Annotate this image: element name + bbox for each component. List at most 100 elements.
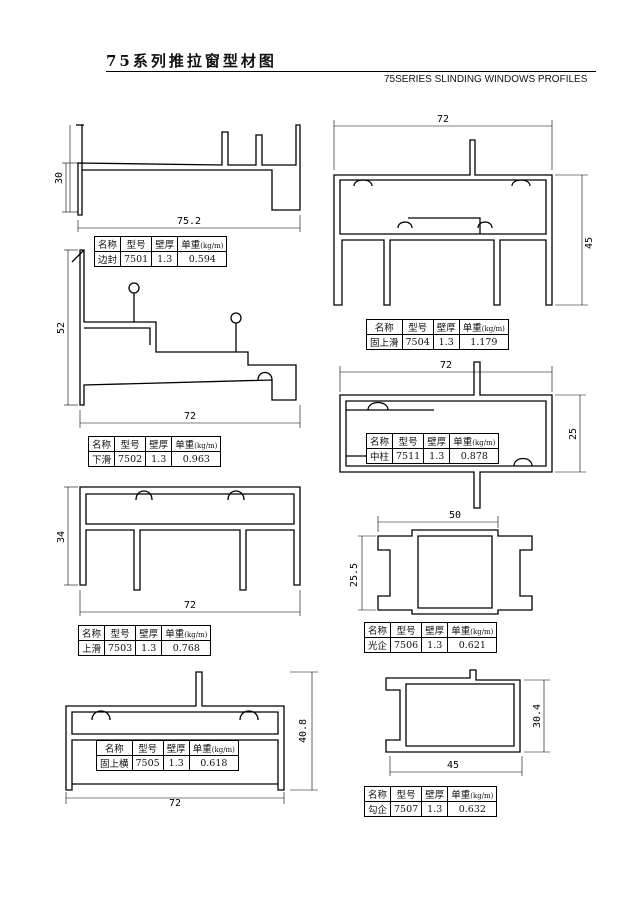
header-name: 名称	[77, 625, 106, 641]
header-wall: 壁厚	[432, 319, 460, 335]
dim-7503-height: 34	[56, 531, 67, 543]
dim-7501-width: 75.2	[177, 216, 201, 227]
cell-model: 7511	[392, 448, 425, 464]
profile-7501-drawing	[76, 124, 301, 216]
header-weight: 单重(kg/m)	[161, 625, 212, 641]
header-wall: 壁厚	[421, 622, 449, 638]
header-weight: 单重(kg/m)	[447, 622, 498, 638]
cell-name: 下滑	[87, 451, 116, 467]
cell-name: 上滑	[77, 640, 106, 656]
dim-7511-width: 72	[440, 360, 452, 371]
header-wall: 壁厚	[162, 740, 190, 756]
table-header-row: 名称 型号 壁厚 单重(kg/m)	[77, 625, 212, 641]
header-model: 型号	[390, 622, 423, 638]
table-row: 中柱 7511 1.3 0.878	[365, 448, 500, 464]
table-row: 光企 7506 1.3 0.621	[363, 637, 498, 653]
header-name: 名称	[366, 319, 403, 335]
dimension-7503: 34 72	[56, 486, 301, 616]
dim-7502-height: 52	[56, 322, 67, 334]
header-name: 名称	[96, 740, 133, 756]
header-model: 型号	[401, 319, 434, 335]
spec-table-7502: 名称 型号 壁厚 单重(kg/m) 下滑 7502 1.3 0.963	[87, 436, 222, 467]
dim-7503-width: 72	[184, 600, 196, 611]
cell-weight: 0.621	[447, 637, 498, 653]
table-row: 固上滑 7504 1.3 1.179	[366, 334, 509, 350]
header-weight: 单重(kg/m)	[171, 436, 222, 452]
header-model: 型号	[114, 436, 147, 452]
spec-table-7501: 名称 型号 壁厚 单重(kg/m) 边封 7501 1.3 0.594	[93, 236, 228, 267]
header-weight: 单重(kg/m)	[449, 433, 500, 449]
profile-7503-drawing	[79, 486, 301, 591]
header-name: 名称	[365, 433, 394, 449]
table-header-row: 名称 型号 壁厚 单重(kg/m)	[96, 740, 239, 756]
cell-name: 固上横	[96, 755, 133, 771]
table-header-row: 名称 型号 壁厚 单重(kg/m)	[93, 236, 228, 252]
header-name: 名称	[363, 786, 392, 802]
table-row: 下滑 7502 1.3 0.963	[87, 451, 222, 467]
dimension-7507: 45 30.4	[389, 679, 550, 776]
table-header-row: 名称 型号 壁厚 单重(kg/m)	[87, 436, 222, 452]
dim-7501-height: 30	[54, 172, 65, 184]
dim-7507-width: 45	[447, 760, 459, 771]
table-row: 上滑 7503 1.3 0.768	[77, 640, 212, 656]
header-wall: 壁厚	[421, 786, 449, 802]
header-name: 名称	[363, 622, 392, 638]
cell-name: 光企	[363, 637, 392, 653]
header-wall: 壁厚	[423, 433, 451, 449]
header-wall: 壁厚	[135, 625, 163, 641]
header-name: 名称	[93, 236, 122, 252]
cell-name: 中柱	[365, 448, 394, 464]
dim-7506-height: 25.5	[349, 563, 360, 587]
profile-7504-drawing	[333, 139, 553, 306]
cell-weight: 0.632	[447, 801, 498, 817]
table-row: 勾企 7507 1.3 0.632	[363, 801, 498, 817]
cell-model: 7502	[114, 451, 147, 467]
dimension-7505: 72 40.8	[65, 671, 318, 809]
dim-7505-width: 72	[169, 798, 181, 809]
cell-model: 7505	[131, 755, 164, 771]
cell-weight: 0.768	[161, 640, 212, 656]
cell-wall: 1.3	[135, 640, 163, 656]
header-model: 型号	[120, 236, 153, 252]
cell-model: 7501	[120, 251, 153, 267]
spec-table-7507: 名称 型号 壁厚 单重(kg/m) 勾企 7507 1.3 0.632	[363, 786, 498, 817]
dim-7505-height: 40.8	[298, 719, 309, 743]
spec-table-7504: 名称 型号 壁厚 单重(kg/m) 固上滑 7504 1.3 1.179	[366, 319, 509, 350]
dim-7504-width: 72	[437, 114, 449, 125]
cell-model: 7506	[390, 637, 423, 653]
cell-wall: 1.3	[421, 637, 449, 653]
dim-7507-height: 30.4	[532, 704, 543, 728]
table-header-row: 名称 型号 壁厚 单重(kg/m)	[366, 319, 509, 335]
cell-wall: 1.3	[423, 448, 451, 464]
cell-wall: 1.3	[421, 801, 449, 817]
spec-table-7506: 名称 型号 壁厚 单重(kg/m) 光企 7506 1.3 0.621	[363, 622, 498, 653]
dim-7502-width: 72	[184, 411, 196, 422]
dimension-7502: 52 72	[56, 249, 301, 428]
cell-weight: 0.594	[177, 251, 228, 267]
header-name: 名称	[87, 436, 116, 452]
header-model: 型号	[390, 786, 423, 802]
spec-table-7505: 名称 型号 壁厚 单重(kg/m) 固上横 7505 1.3 0.618	[96, 740, 239, 771]
table-row: 固上横 7505 1.3 0.618	[96, 755, 239, 771]
profile-7506-drawing	[377, 529, 533, 615]
profile-7505-drawing	[65, 671, 285, 791]
page-title: 75系列推拉窗型材图	[106, 52, 277, 70]
header-wall: 壁厚	[151, 236, 179, 252]
cell-name: 固上滑	[366, 334, 403, 350]
table-header-row: 名称 型号 壁厚 单重(kg/m)	[363, 622, 498, 638]
cell-weight: 0.878	[449, 448, 500, 464]
dimension-7511: 72 25	[339, 360, 586, 473]
cell-model: 7503	[104, 640, 137, 656]
header-model: 型号	[392, 433, 425, 449]
profile-7507-drawing	[385, 669, 521, 753]
cell-wall: 1.3	[145, 451, 173, 467]
header-weight: 单重(kg/m)	[188, 740, 239, 756]
spec-table-7503: 名称 型号 壁厚 单重(kg/m) 上滑 7503 1.3 0.768	[77, 625, 212, 656]
cell-wall: 1.3	[432, 334, 460, 350]
dimension-7501: 30 75.2	[54, 125, 301, 232]
table-header-row: 名称 型号 壁厚 单重(kg/m)	[363, 786, 498, 802]
dim-7511-height: 25	[568, 428, 579, 440]
spec-table-7511: 名称 型号 壁厚 单重(kg/m) 中柱 7511 1.3 0.878	[365, 433, 500, 464]
cell-wall: 1.3	[162, 755, 190, 771]
